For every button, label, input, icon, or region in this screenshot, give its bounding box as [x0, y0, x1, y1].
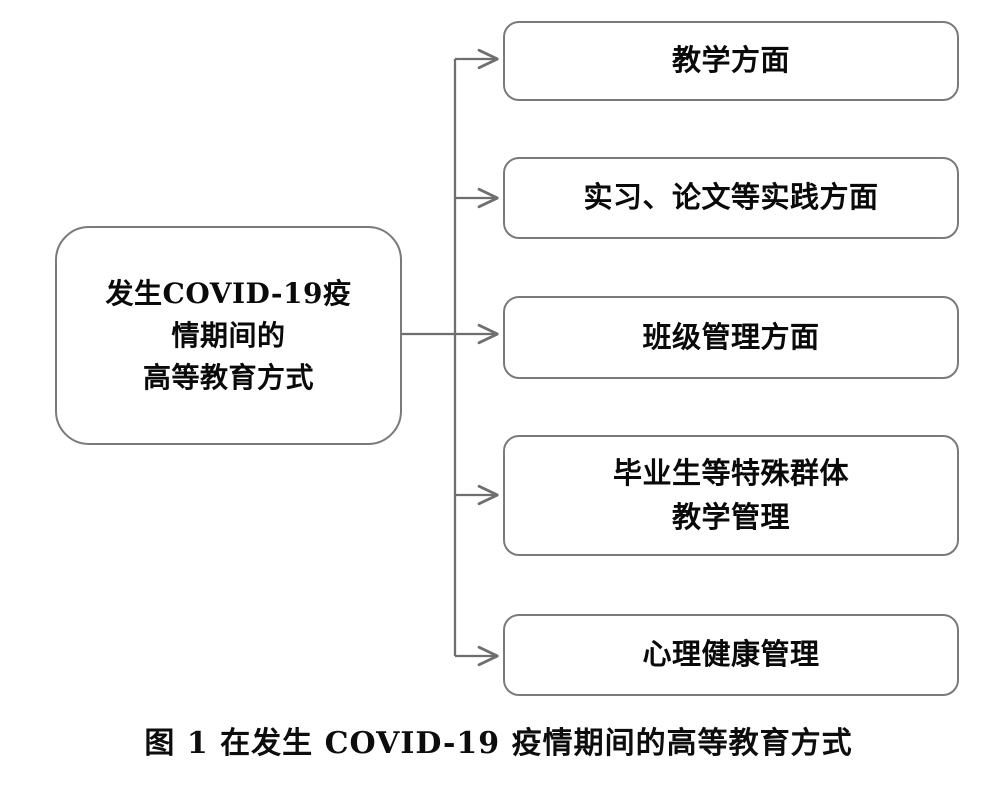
node-teaching[interactable]: 教学方面	[503, 21, 959, 101]
node-class-management-label: 班级管理方面	[642, 319, 820, 354]
node-mental-health[interactable]: 心理健康管理	[503, 614, 959, 696]
node-special-groups-label: 毕业生等特殊群体 教学管理	[612, 456, 849, 534]
node-special-groups[interactable]: 毕业生等特殊群体 教学管理	[503, 435, 959, 556]
node-practice[interactable]: 实习、论文等实践方面	[503, 157, 959, 239]
node-mental-health-label: 心理健康管理	[642, 637, 820, 672]
figure-caption: 图 1 在发生 COVID-19 疫情期间的高等教育方式	[144, 726, 853, 761]
node-root-label: 发生COVID-19疫 情期间的 高等教育方式	[105, 276, 352, 394]
node-practice-label: 实习、论文等实践方面	[583, 180, 879, 215]
node-class-management[interactable]: 班级管理方面	[503, 296, 959, 379]
node-teaching-label: 教学方面	[671, 43, 790, 78]
node-root[interactable]: 发生COVID-19疫 情期间的 高等教育方式	[55, 226, 402, 445]
